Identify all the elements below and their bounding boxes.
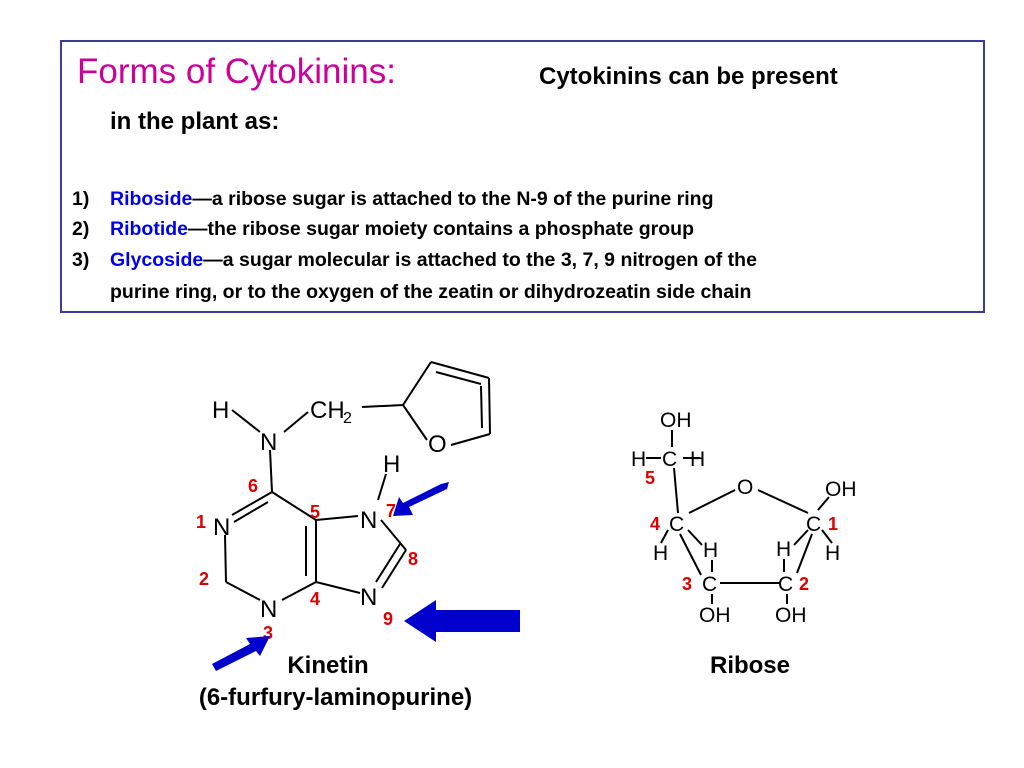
list-item: 1) Riboside—a ribose sugar is attached to… bbox=[72, 188, 714, 211]
atom-oh: OH bbox=[699, 604, 731, 627]
atom-oh: OH bbox=[825, 478, 857, 501]
kinetin-caption-subtitle: (6-furfury-laminopurine) bbox=[198, 684, 473, 711]
atom-c2: C bbox=[778, 573, 793, 596]
ribose-numbers: 5 4 3 2 1 bbox=[645, 468, 838, 594]
list-item: 2) Ribotide—the ribose sugar moiety conta… bbox=[72, 218, 694, 241]
kinetin-numbers: 1 2 3 4 5 6 7 8 9 bbox=[196, 476, 418, 643]
list-text: —the ribose sugar moiety contains a phos… bbox=[188, 218, 694, 240]
atom-h: H bbox=[653, 542, 668, 565]
list-text: —a sugar molecular is attached to the 3,… bbox=[203, 249, 757, 271]
ring-number: 7 bbox=[386, 501, 396, 521]
slide-subtitle-line2: in the plant as: bbox=[110, 108, 280, 135]
atom-c1: C bbox=[806, 513, 821, 536]
list-number: 3) bbox=[72, 249, 90, 271]
ribose-atoms: OH H C H O OH C C H H H H C C OH OH bbox=[631, 409, 857, 627]
slide-title: Forms of Cytokinins: bbox=[77, 52, 396, 91]
atom-o-ring: O bbox=[737, 476, 753, 499]
atom-h: H bbox=[631, 448, 646, 471]
ring-number: 6 bbox=[248, 476, 258, 496]
text-box: Forms of Cytokinins: Cytokinins can be p… bbox=[60, 40, 985, 313]
atom-h: H bbox=[212, 397, 229, 424]
carbon-number: 1 bbox=[828, 514, 838, 534]
list-item: 3) Glycoside—a sugar molecular is attache… bbox=[72, 249, 757, 272]
ring-number: 4 bbox=[310, 589, 320, 609]
slide-subtitle: Cytokinins can be present bbox=[539, 63, 838, 90]
list-text: —a ribose sugar is attached to the N-9 o… bbox=[192, 188, 714, 210]
carbon-number: 4 bbox=[650, 514, 660, 534]
atom-oh: OH bbox=[775, 604, 807, 627]
list-number: 2) bbox=[72, 218, 90, 240]
arrow-icon bbox=[393, 482, 449, 516]
carbon-number: 5 bbox=[645, 468, 655, 488]
kinetin-caption: Kinetin bbox=[287, 652, 369, 679]
atom-n7: N bbox=[360, 507, 377, 534]
atom-c4: C bbox=[669, 513, 684, 536]
kinetin-bonds bbox=[224, 361, 491, 601]
carbon-number: 2 bbox=[799, 574, 809, 594]
arrow-icon bbox=[212, 636, 270, 671]
atom-ch2: CH bbox=[310, 397, 345, 424]
ribose-bonds bbox=[646, 430, 833, 604]
ring-number: 8 bbox=[408, 549, 418, 569]
atom-n: N bbox=[260, 429, 277, 456]
atom-n3: N bbox=[260, 596, 277, 623]
atom-c5: C bbox=[662, 448, 677, 471]
ring-number: 5 bbox=[310, 502, 320, 522]
atom-h: H bbox=[703, 539, 718, 562]
list-text-continued: purine ring, or to the oxygen of the zea… bbox=[110, 281, 752, 303]
atom-oh: OH bbox=[660, 409, 692, 432]
ring-number: 9 bbox=[383, 609, 393, 629]
ring-number: 1 bbox=[196, 512, 206, 532]
arrows bbox=[212, 482, 520, 671]
carbon-number: 3 bbox=[682, 574, 692, 594]
atom-h: H bbox=[776, 538, 791, 561]
ribose-caption: Ribose bbox=[709, 652, 790, 679]
list-number: 1) bbox=[72, 188, 90, 210]
atom-h: H bbox=[825, 542, 840, 565]
ring-number: 3 bbox=[263, 623, 273, 643]
kinetin-atoms: H N CH 2 O N N N N H bbox=[212, 397, 447, 623]
list-term: Riboside bbox=[110, 188, 193, 210]
ring-number: 2 bbox=[199, 569, 209, 589]
list-term: Ribotide bbox=[110, 218, 188, 240]
atom-h-n7: H bbox=[383, 451, 400, 478]
atom-n9: N bbox=[360, 584, 377, 611]
arrow-icon bbox=[404, 600, 520, 642]
list-term: Glycoside bbox=[110, 249, 204, 271]
atom-ch2-subscript: 2 bbox=[343, 410, 352, 427]
atom-n1: N bbox=[213, 514, 230, 541]
atom-o: O bbox=[428, 431, 447, 458]
atom-c3: C bbox=[702, 573, 717, 596]
atom-h: H bbox=[690, 448, 705, 471]
